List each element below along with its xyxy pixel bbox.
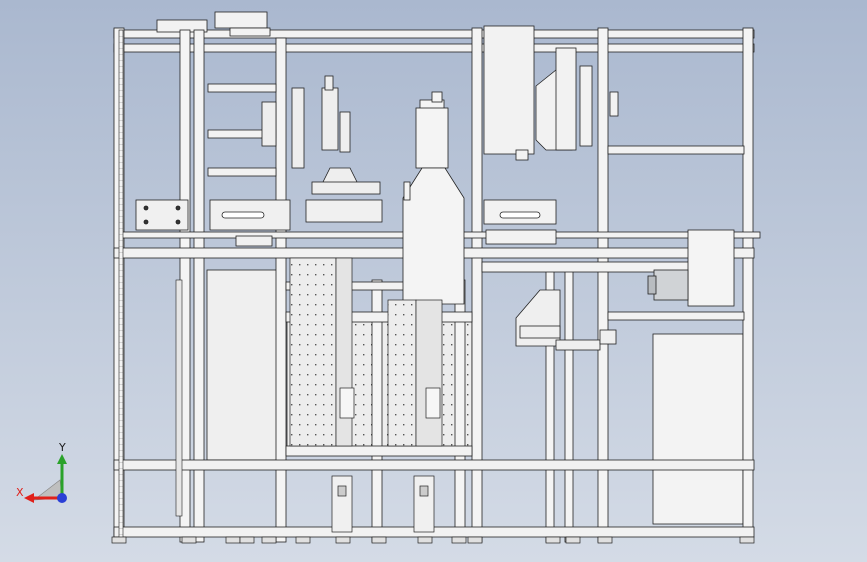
right-motor-block bbox=[647, 229, 735, 307]
y-axis-label: Y bbox=[59, 441, 66, 454]
x-axis-arrowhead bbox=[24, 493, 34, 503]
z-axis-dot bbox=[57, 493, 67, 503]
x-axis-label: X bbox=[16, 486, 24, 499]
top-beams bbox=[113, 11, 755, 53]
vertical-linear-modules bbox=[289, 257, 443, 533]
right-bracket bbox=[515, 289, 617, 351]
coordinate-triad bbox=[24, 454, 67, 503]
central-lift-column bbox=[402, 91, 465, 305]
right-control-box bbox=[483, 25, 619, 245]
leveling-feet bbox=[111, 536, 755, 544]
y-axis-arrowhead bbox=[57, 454, 67, 464]
left-carriage-plates bbox=[135, 199, 383, 247]
upper-left-clamp-assembly bbox=[261, 75, 381, 195]
